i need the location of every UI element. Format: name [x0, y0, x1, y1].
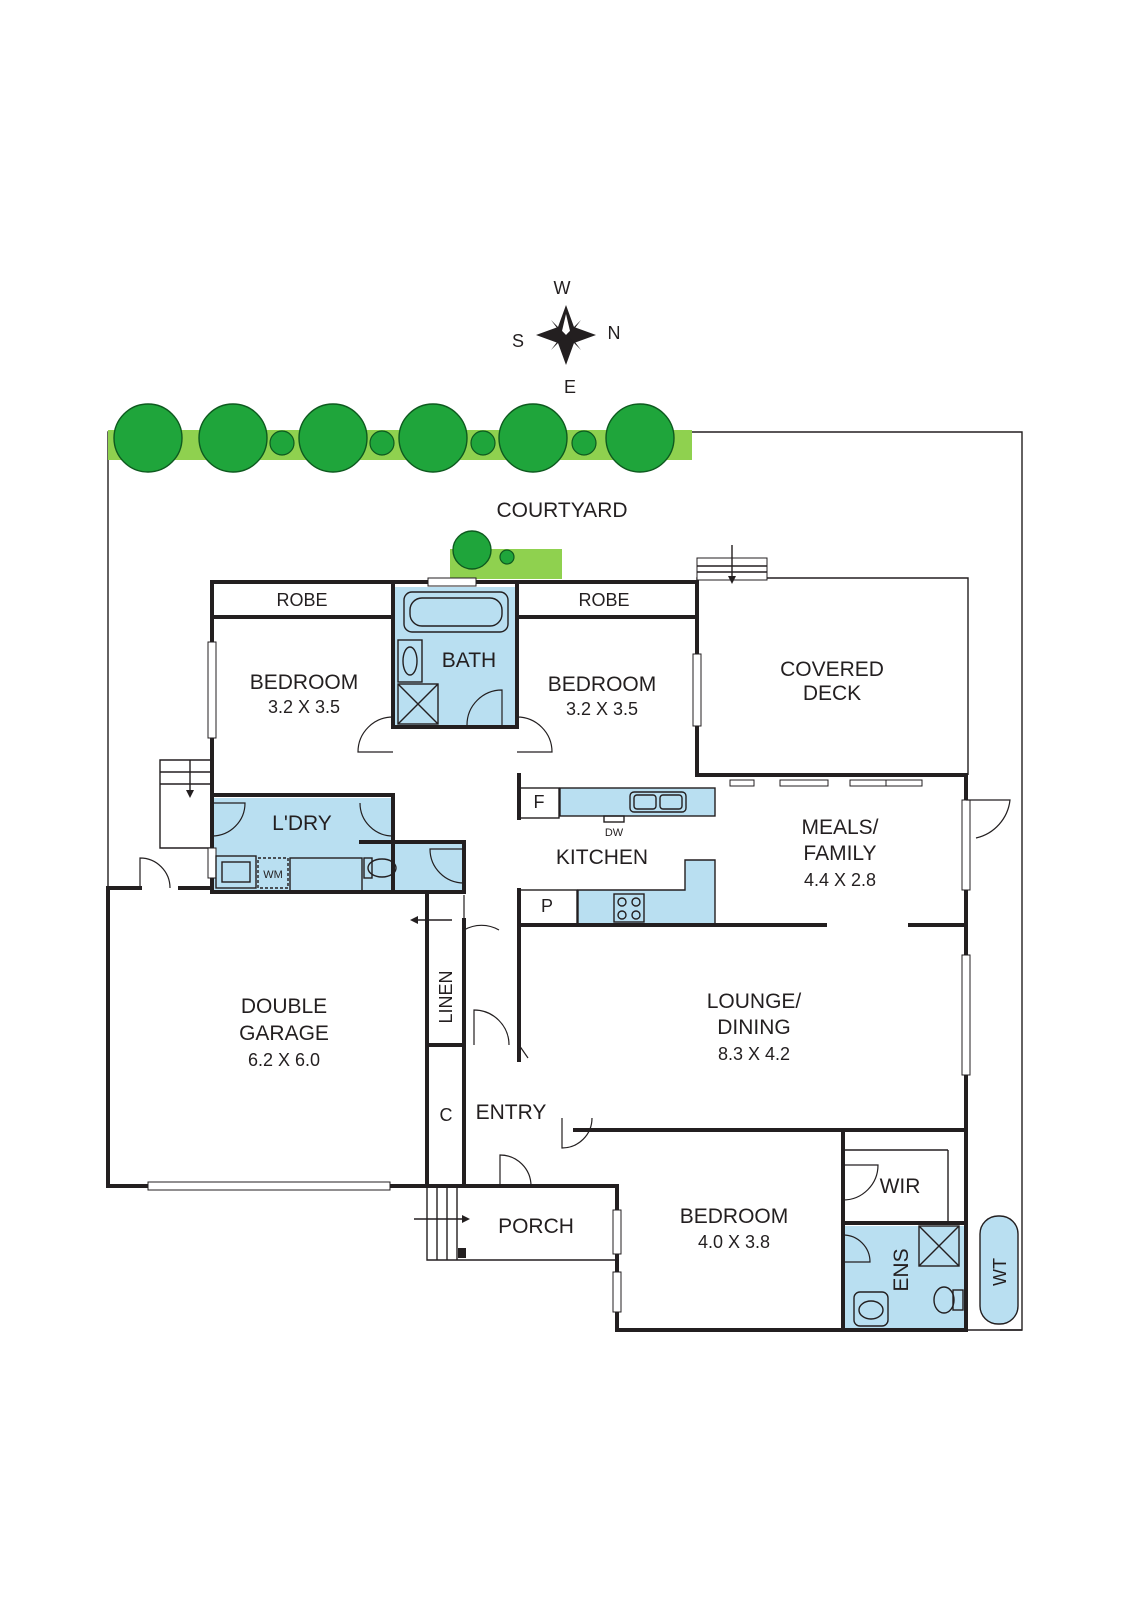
ensuite-label: ENS: [890, 1248, 913, 1291]
vanity-icon: [397, 639, 423, 683]
laundry-label: L'DRY: [272, 812, 332, 835]
washing-machine-label: WM: [263, 869, 283, 881]
lounge-label-line1: LOUNGE/: [707, 990, 802, 1013]
window: [961, 799, 971, 891]
washing-machine-icon: [257, 857, 289, 889]
tree-icon: [398, 403, 468, 473]
dishwasher-icon: [603, 815, 625, 823]
shrub-icon: [571, 430, 597, 456]
courtyard-label: COURTYARD: [496, 499, 627, 522]
windows: [147, 577, 971, 1313]
bedroom-mid-size: 3.2 X 3.5: [566, 699, 638, 719]
lounge-label-line2: DINING: [717, 1016, 791, 1039]
covered-deck-outline: [696, 545, 969, 775]
window: [612, 1271, 622, 1313]
covered-deck-label-line1: COVERED: [780, 658, 884, 681]
entry-label: ENTRY: [476, 1101, 547, 1124]
sliding-door: [779, 779, 829, 787]
window: [207, 641, 217, 739]
shrub-icon: [470, 430, 496, 456]
bedroom-main-label: BEDROOM: [680, 1205, 789, 1228]
water-tank: [966, 1215, 1022, 1331]
bedroom-left-size: 3.2 X 3.5: [268, 697, 340, 717]
laundry-tub-icon: [215, 855, 257, 889]
porch-outline: [414, 1186, 617, 1261]
tree-icon: [498, 403, 568, 473]
garage-size: 6.2 X 6.0: [248, 1050, 320, 1070]
basin-icon: [853, 1291, 889, 1327]
garden-hedge: [108, 403, 692, 473]
compass-east-label: E: [564, 377, 576, 397]
wc-fill: [361, 844, 464, 892]
laundry-steps: [159, 759, 212, 849]
bath-label: BATH: [442, 649, 496, 672]
robe-mid-label: ROBE: [578, 590, 629, 610]
shrub-icon: [499, 549, 515, 565]
cooktop-icon: [613, 893, 645, 923]
kitchen-bench-bottom-fill: [578, 890, 715, 925]
pantry-label: P: [541, 896, 553, 916]
toilet-icon: [933, 1286, 955, 1314]
shower-icon: [918, 1225, 960, 1267]
bathtub-icon: [403, 591, 509, 633]
compass-star-inner-icon: [562, 314, 570, 335]
porch-label: PORCH: [498, 1215, 574, 1238]
fridge-label: F: [534, 792, 545, 812]
fridge-icon: [518, 787, 560, 819]
wet-areas: [213, 587, 1018, 1330]
meals-size: 4.4 X 2.8: [804, 870, 876, 890]
sink-icon: [629, 791, 687, 813]
compass-south-label: S: [512, 331, 524, 351]
robe-left-label: ROBE: [276, 590, 327, 610]
water-tank-outline: [979, 1215, 1019, 1325]
sliding-door: [885, 779, 923, 787]
window: [692, 653, 702, 727]
bedroom-left-label: BEDROOM: [250, 671, 359, 694]
water-tank-label: WT: [990, 1258, 1010, 1286]
bedroom-main-size: 4.0 X 3.8: [698, 1232, 770, 1252]
shrub-icon: [369, 430, 395, 456]
garage-label-line1: DOUBLE: [241, 995, 327, 1018]
meals-label-line2: FAMILY: [803, 842, 876, 865]
garage-label-line2: GARAGE: [239, 1022, 329, 1045]
doors: [139, 689, 1011, 1263]
tree-icon: [113, 403, 183, 473]
sliding-door: [729, 779, 755, 787]
bath-fill: [393, 587, 517, 725]
shower-icon: [397, 683, 439, 725]
window: [612, 1209, 622, 1255]
compass-north-label: N: [608, 323, 621, 343]
room-labels: ROBE ROBE BEDROOM 3.2 X 3.5 BATH BEDROOM…: [239, 590, 1010, 1292]
planter: [450, 530, 562, 579]
lounge-size: 8.3 X 4.2: [718, 1044, 790, 1064]
garage-door: [147, 1181, 391, 1191]
compass-rose: W N S E: [512, 278, 621, 397]
wir-label: WIR: [880, 1175, 921, 1198]
kitchen-bench-corner-fill: [685, 860, 715, 895]
tree-icon: [298, 403, 368, 473]
dishwasher-label: DW: [605, 827, 624, 839]
toilet-icon: [367, 858, 397, 878]
linen-label: LINEN: [436, 970, 456, 1023]
tree-icon: [605, 403, 675, 473]
window: [427, 577, 477, 587]
window: [961, 954, 971, 1076]
shrub-icon: [269, 430, 295, 456]
window: [207, 847, 217, 879]
pantry-icon: [518, 889, 578, 926]
fixtures: [215, 591, 964, 1327]
covered-deck-label-line2: DECK: [803, 682, 861, 705]
bedroom-mid-label: BEDROOM: [548, 673, 657, 696]
compass-west-label: W: [554, 278, 571, 298]
cupboard-label: C: [440, 1105, 453, 1125]
tree-icon: [452, 530, 492, 570]
water-tank-fill: [980, 1216, 1018, 1324]
tree-icon: [198, 403, 268, 473]
meals-label-line1: MEALS/: [801, 816, 878, 839]
kitchen-label: KITCHEN: [556, 846, 648, 869]
sliding-door: [849, 779, 887, 787]
